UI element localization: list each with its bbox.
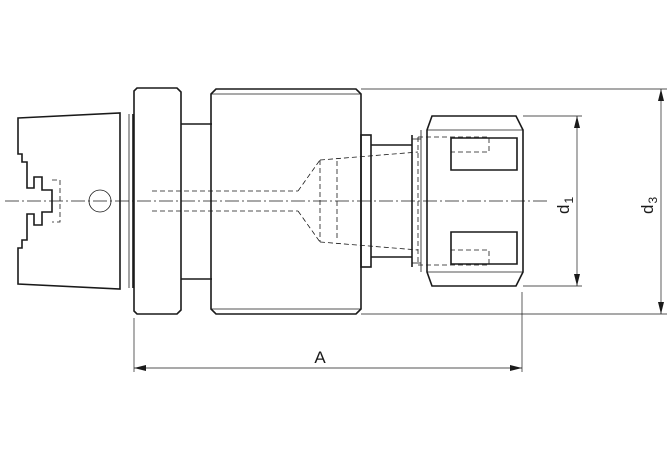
taper-shank — [17, 112, 134, 290]
collet-seat — [360, 134, 421, 268]
dimension-a-label: A — [314, 348, 326, 367]
cross-hole — [88, 189, 112, 213]
chuck-body — [210, 88, 362, 315]
flange — [133, 87, 182, 315]
dimension-d1: d1 — [523, 115, 582, 287]
collet-slot-upper — [450, 137, 518, 171]
dimension-d3: d3 — [361, 88, 667, 315]
dimension-d1-label: d1 — [554, 197, 576, 214]
clamping-nut — [420, 115, 524, 287]
neck — [181, 123, 212, 280]
dimension-a: A — [133, 292, 523, 372]
collet-hidden — [417, 136, 490, 266]
dimension-d3-label: d3 — [638, 197, 660, 214]
internal-bore-hidden — [152, 151, 419, 251]
collet-slot-lower — [450, 231, 518, 265]
